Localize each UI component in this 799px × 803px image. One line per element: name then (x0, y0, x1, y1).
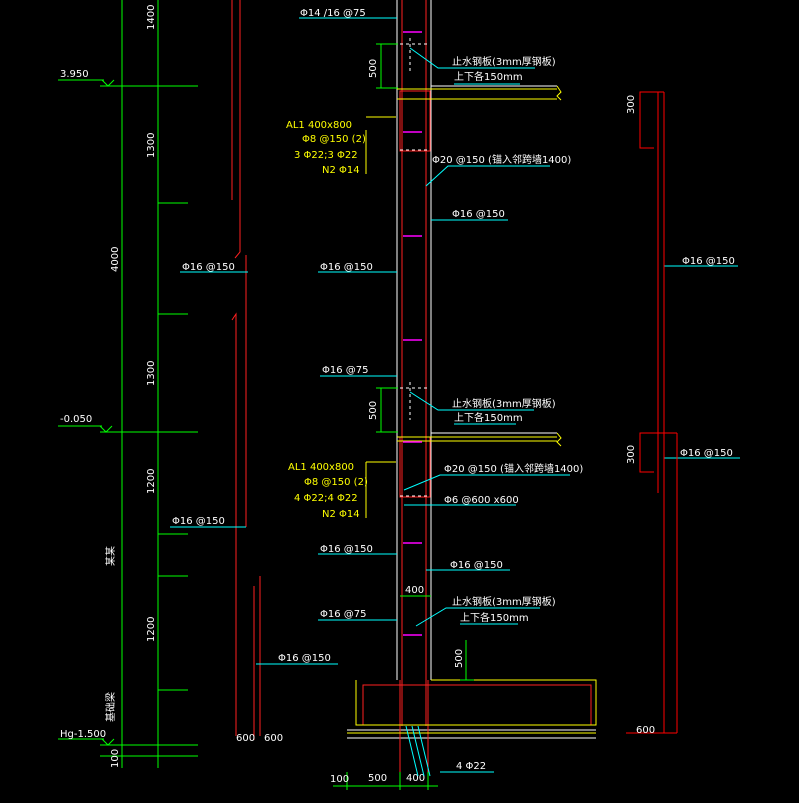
label-bar20-lower: Φ20 @150 (锚入邻跨墙1400) (444, 462, 583, 475)
label-bar75-lower: Φ16 @75 (320, 609, 367, 620)
label-plate1-line1: 止水钢板(3mm厚钢板) (452, 55, 556, 68)
label-plate2-line2: 上下各150mm (454, 411, 523, 424)
waterstop-plates (400, 38, 430, 497)
label-beam1-line3: 3 Φ22;3 Φ22 (294, 150, 358, 161)
dim-300-upper-right: 300 (626, 95, 637, 114)
dim-600-right: 600 (636, 725, 655, 736)
label-plate3-line2: 上下各150mm (460, 611, 529, 624)
dim-100-bottom: 100 (330, 774, 349, 785)
note-b: 基础梁 (104, 692, 117, 722)
dim-400-bottom: 400 (406, 773, 425, 784)
label-beam2-line4: N2 Φ14 (322, 509, 360, 520)
elevation-label-hg: Hg-1.500 (60, 729, 106, 740)
label-bar6: Φ6 @600 x600 (444, 495, 519, 506)
dim-4000: 4000 (110, 247, 121, 272)
elevation-label-3950: 3.950 (60, 69, 89, 80)
label-plate2-line1: 止水钢板(3mm厚钢板) (452, 397, 556, 410)
dim-1200-lower: 1200 (146, 617, 157, 642)
label-bar16-mid-1: Φ16 @150 (320, 262, 373, 273)
slab-lines (347, 85, 597, 734)
dim-300-lower-right: 300 (626, 445, 637, 464)
left-rebar-lines (231, 0, 261, 740)
dim-400-wall: 400 (405, 585, 424, 596)
label-bar20-upper: Φ20 @150 (锚入邻跨墙1400) (432, 153, 571, 166)
label-bar16-lower: Φ16 @150 (450, 560, 503, 571)
dim-1400: 1400 (146, 5, 157, 30)
label-bar22: 4 Φ22 (456, 761, 486, 772)
note-a: 某某 (105, 546, 117, 566)
label-beam1-line1: AL1 400x800 (286, 120, 352, 131)
wall-outline (347, 0, 596, 739)
dim-500-middle: 500 (368, 401, 379, 420)
elevation-label-minus-0050: -0.050 (60, 414, 92, 425)
left-dimension-chain (58, 0, 198, 768)
dim-500-bottom: 500 (368, 773, 387, 784)
dim-500-upper: 500 (368, 59, 379, 78)
label-bar16-mid-2: Φ16 @150 (320, 544, 373, 555)
label-bar16-left-3: Φ16 @150 (278, 653, 331, 664)
dim-1200-upper: 1200 (146, 469, 157, 494)
label-beam2-line2: Φ8 @150 (2) (304, 477, 368, 488)
label-bar16-right-1: Φ16 @150 (682, 256, 735, 267)
label-bar16-right-2: Φ16 @150 (680, 448, 733, 459)
label-beam1-line4: N2 Φ14 (322, 165, 360, 176)
dim-600-a: 600 (236, 733, 255, 744)
label-beam2-line3: 4 Φ22;4 Φ22 (294, 493, 358, 504)
label-plate1-line2: 上下各150mm (454, 70, 523, 83)
mid-dimension-lines (333, 43, 474, 790)
label-plate3-line1: 止水钢板(3mm厚钢板) (452, 595, 556, 608)
label-bar16-left-1: Φ16 @150 (182, 262, 235, 273)
wall-ties (403, 31, 422, 636)
label-bar-top: Φ14 /16 @75 (300, 8, 366, 19)
right-detail-outline (626, 91, 678, 734)
dim-500-footing: 500 (454, 649, 465, 668)
dim-1300-upper: 1300 (146, 133, 157, 158)
label-bar75-upper: Φ16 @75 (322, 365, 369, 376)
dim-100-left: 100 (110, 749, 121, 768)
label-beam1-line2: Φ8 @150 (2) (302, 134, 366, 145)
label-bar16-upper: Φ16 @150 (452, 209, 505, 220)
dim-600-b: 600 (264, 733, 283, 744)
leader-lines (170, 17, 740, 777)
label-beam2-line1: AL1 400x800 (288, 462, 354, 473)
label-bar16-left-2: Φ16 @150 (172, 516, 225, 527)
dim-1300-lower: 1300 (146, 361, 157, 386)
